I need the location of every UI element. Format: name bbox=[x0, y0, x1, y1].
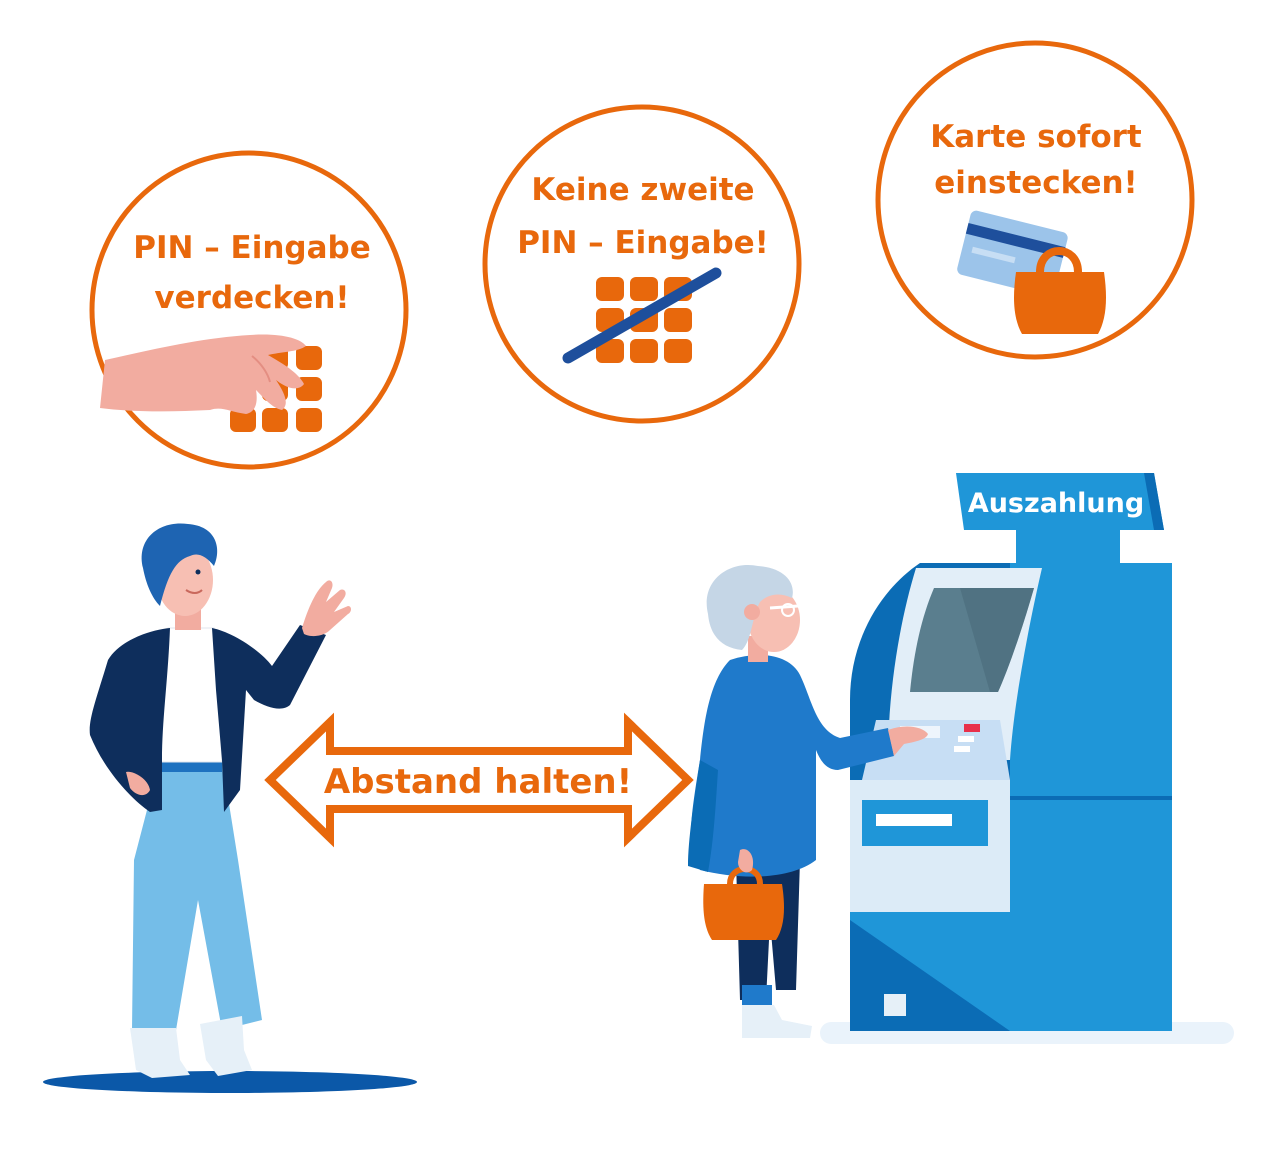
man-figure bbox=[43, 523, 417, 1093]
hand-icon bbox=[100, 334, 306, 414]
keep-distance-arrow: Abstand halten! bbox=[264, 712, 694, 848]
woman-figure bbox=[688, 564, 928, 1038]
tip-cover-pin: PIN – Eingabe verdecken! bbox=[89, 150, 409, 470]
tip-line-1: PIN – Eingabe bbox=[133, 230, 370, 266]
tip-line-2: PIN – Eingabe! bbox=[517, 225, 769, 261]
tip-no-second-pin: Keine zweite PIN – Eingabe! bbox=[482, 104, 802, 424]
handbag-icon bbox=[1014, 247, 1106, 334]
tip-circle bbox=[875, 40, 1195, 360]
distance-label: Abstand halten! bbox=[324, 762, 632, 802]
tip-line-1: Keine zweite bbox=[531, 172, 754, 208]
floor-shadow bbox=[43, 1071, 417, 1093]
tip-circle bbox=[482, 104, 802, 424]
strike-line bbox=[562, 267, 722, 364]
tip-line-2: einstecken! bbox=[934, 165, 1137, 201]
tip-line-2: verdecken! bbox=[154, 280, 349, 316]
tip-line-1: Karte sofort bbox=[930, 119, 1142, 155]
atm-machine: Auszahlung bbox=[820, 473, 1234, 1044]
tip-store-card: Karte sofort einstecken! bbox=[875, 40, 1195, 360]
atm-sign-label: Auszahlung bbox=[968, 488, 1144, 519]
atm-sign-board bbox=[956, 473, 1164, 530]
